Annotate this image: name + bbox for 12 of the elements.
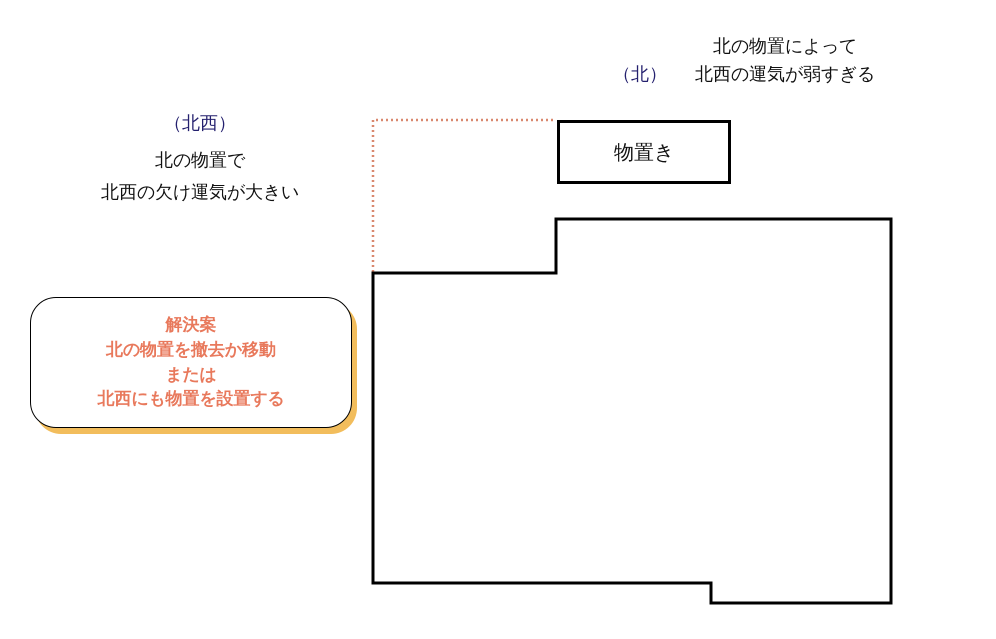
note-text: 北西の運気が弱すぎる: [695, 66, 875, 84]
note-text: 北の物置によって: [713, 38, 857, 56]
storage-box: [557, 120, 731, 184]
note-text: 北の物置で: [155, 152, 245, 170]
solution-heading: 解決案: [166, 316, 216, 335]
solution-text: または: [166, 366, 216, 384]
note-text: 北西の欠け運気が大きい: [101, 184, 299, 202]
solution-text: 北西にも物置を設置する: [98, 390, 284, 409]
direction-label: （北西）: [164, 115, 236, 133]
storage-label: 物置き: [614, 138, 674, 166]
solution-text: 北の物置を撤去か移動: [106, 340, 276, 360]
direction-label: （北）: [613, 66, 667, 84]
